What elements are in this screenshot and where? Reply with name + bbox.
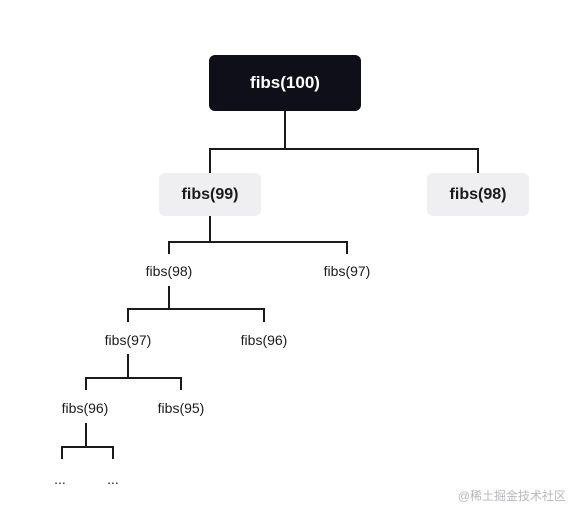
node-fibs-99: fibs(99): [159, 173, 261, 216]
node-fibs-96-right: fibs(96): [240, 332, 288, 348]
node-fibs-98-left: fibs(98): [145, 263, 193, 279]
watermark: @稀土掘金技术社区: [457, 489, 566, 503]
node-fibs-97-left: fibs(97): [104, 332, 152, 348]
node-fibs-96-left: fibs(96): [61, 400, 109, 416]
node-ellipsis-left: ...: [54, 471, 66, 487]
node-fibs-95: fibs(95): [157, 400, 205, 416]
node-fibs-97-right: fibs(97): [323, 263, 371, 279]
node-fibs-98-right: fibs(98): [427, 173, 529, 216]
node-root: fibs(100): [209, 55, 361, 111]
node-ellipsis-right: ...: [107, 471, 119, 487]
